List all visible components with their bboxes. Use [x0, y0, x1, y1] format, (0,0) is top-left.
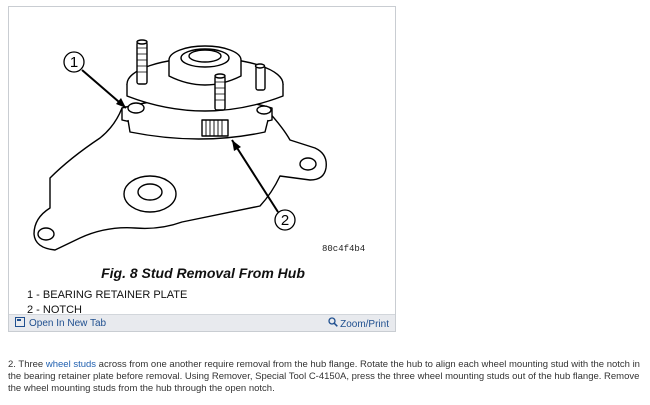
- callout-1-circle: [63, 51, 85, 73]
- callout-1-label: 1: [70, 54, 78, 71]
- paragraph-rest: across from one another require removal …: [8, 359, 640, 394]
- figure-caption: Fig. 8 Stud Removal From Hub: [101, 265, 305, 281]
- instruction-paragraph: 2. Three wheel studs across from one ano…: [8, 359, 644, 395]
- callout-2-circle: [274, 209, 296, 231]
- open-in-new-tab-link[interactable]: Open In New Tab: [15, 317, 106, 329]
- figure-legend: 1 - BEARING RETAINER PLATE 2 - NOTCH: [27, 288, 187, 318]
- figure-code: 80c4f4b4: [322, 244, 365, 254]
- paragraph-lead: 2. Three: [8, 359, 46, 370]
- hub-diagram: 1 2 80c4f4b4: [33, 39, 365, 254]
- new-tab-icon: [15, 317, 25, 327]
- callout-2-label: 2: [281, 212, 289, 229]
- wheel-studs-link[interactable]: wheel studs: [45, 359, 97, 370]
- magnifier-icon: [328, 317, 338, 327]
- open-in-new-tab-label: Open In New Tab: [29, 318, 107, 329]
- zoom-print-link[interactable]: Zoom/Print: [328, 317, 389, 330]
- zoom-print-label: Zoom/Print: [340, 319, 389, 330]
- legend-item: 2 - NOTCH: [27, 304, 82, 316]
- legend-item: 1 - BEARING RETAINER PLATE: [27, 289, 188, 301]
- figure-toolbar: Open In New Tab Zoom/Print: [9, 314, 395, 331]
- figure-panel: 1 2 80c4f4b4 Fig. 8 Stud Removal From Hu…: [8, 6, 396, 332]
